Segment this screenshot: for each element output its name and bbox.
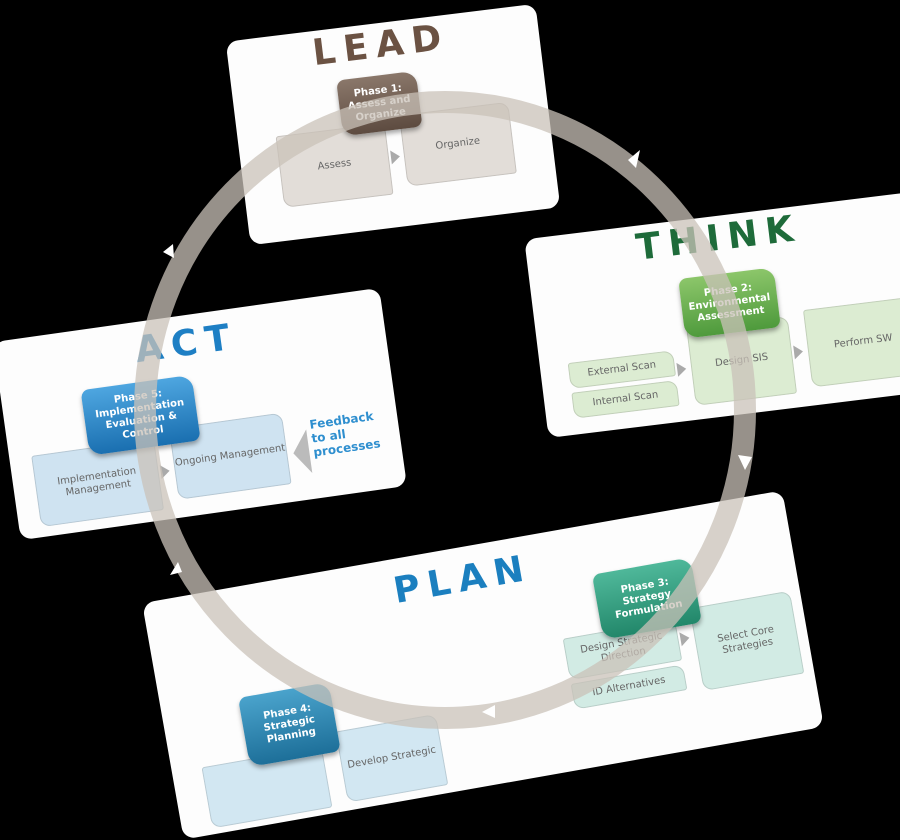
phase-2-box: Phase 2: Environmental Assessment [678,267,781,339]
ring-arrow-icon [738,455,752,470]
arrow-icon [676,361,688,377]
step-develop-strategic: Develop Strategic [335,713,449,803]
plan-card: PLAN Phase 3: Strategy Formulation Desig… [142,490,824,840]
arrow-icon [793,344,804,360]
think-card: THINK Phase 2: Environmental Assessment … [524,191,900,439]
act-card: ACT Phase 5: Implementation Evaluation &… [0,287,408,541]
think-title: THINK [633,207,804,269]
arrow-icon [159,463,171,479]
phase-1-box: Phase 1: Assess and Organize [336,70,423,137]
ring-arrow-icon [628,150,640,168]
ring-arrow-icon [163,244,174,258]
arrow-icon [390,149,401,165]
feedback-label: Feedback to all processes [308,408,382,460]
phase-4-box: Phase 4: Strategic Planning [238,682,341,767]
step-select-core-strategies: Select Core Strategies [689,590,805,692]
act-title: ACT [132,316,241,372]
lead-title: LEAD [310,16,452,75]
feedback-arrow-icon [290,429,313,476]
step-perform-sw: Perform SW [802,296,900,388]
phase-3-box: Phase 3: Strategy Formulation [591,557,702,640]
plan-title: PLAN [390,547,535,613]
arrow-icon [679,630,691,647]
step-assess: Assess [275,122,394,208]
lead-card: LEAD Phase 1: Assess and Organize Assess… [225,3,561,246]
ring-arrow-icon [170,562,182,575]
